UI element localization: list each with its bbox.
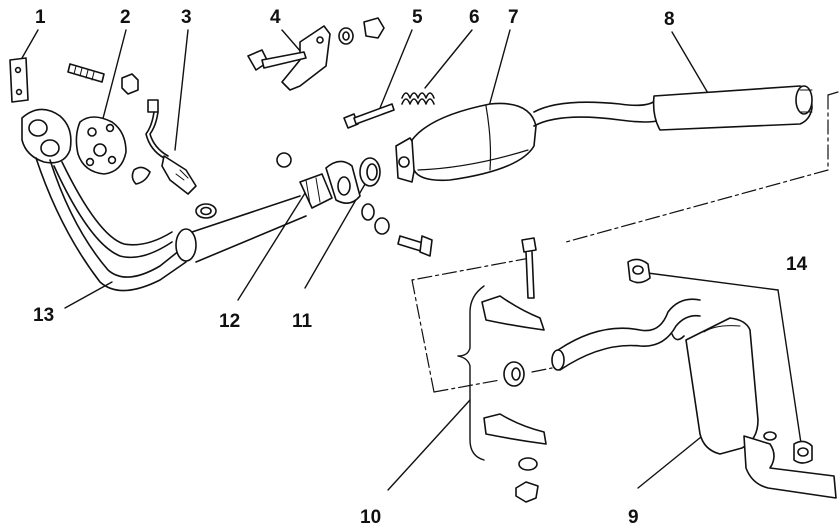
part-8-middle-silencer	[534, 86, 812, 130]
callout-2: 2	[120, 7, 131, 28]
part-2-gasket	[76, 117, 126, 174]
bracket-washer-nut	[339, 18, 384, 44]
leader-lines	[17, 29, 803, 491]
leader-14b	[777, 289, 803, 451]
callout-11: 11	[292, 311, 313, 332]
leader-7	[487, 29, 511, 111]
leader-14a	[639, 271, 779, 291]
callout-12: 12	[219, 311, 241, 332]
callout-5: 5	[412, 7, 423, 28]
part-10-hanger-assembly	[458, 238, 546, 502]
part-1-bracket-plate	[10, 58, 28, 102]
leader-3	[174, 29, 189, 151]
leader-5	[379, 29, 413, 109]
leader-6	[424, 29, 473, 89]
part-14-rubber-mounting-lower	[794, 441, 812, 463]
part-4-bracket	[248, 26, 330, 90]
leader-8	[671, 31, 713, 101]
callout-6: 6	[469, 7, 480, 28]
callout-3: 3	[181, 7, 192, 28]
part-14-rubber-mounting-upper	[628, 259, 650, 282]
callout-1: 1	[35, 7, 46, 28]
lower-washer-nut-bolt	[362, 204, 432, 256]
leader-13	[64, 281, 113, 309]
leader-12	[237, 181, 313, 301]
leader-11	[304, 171, 373, 289]
part-3-oxygen-sensor	[146, 100, 196, 194]
part-13-front-pipe	[22, 109, 306, 290]
leader-2	[99, 29, 127, 131]
part-7-catalytic-converter	[396, 103, 536, 182]
part-9-rear-silencer	[552, 299, 836, 498]
callout-4: 4	[270, 7, 281, 28]
part-6-spring	[402, 93, 434, 104]
stud-nut	[122, 74, 138, 94]
sensor-clip	[132, 167, 150, 184]
part-5-bolt	[344, 104, 394, 128]
callout-9: 9	[628, 507, 639, 528]
callout-14: 14	[786, 254, 808, 275]
leader-10	[387, 399, 471, 491]
callout-8: 8	[664, 9, 675, 30]
part-12-clamp	[300, 174, 332, 208]
guide-lines	[411, 91, 839, 393]
callout-13: 13	[33, 305, 55, 326]
front-pipe-flange	[277, 153, 360, 203]
callout-10: 10	[360, 507, 382, 528]
callout-7: 7	[508, 7, 519, 28]
part-11-sealing-ring	[360, 158, 380, 186]
manifold-stud	[68, 64, 104, 82]
